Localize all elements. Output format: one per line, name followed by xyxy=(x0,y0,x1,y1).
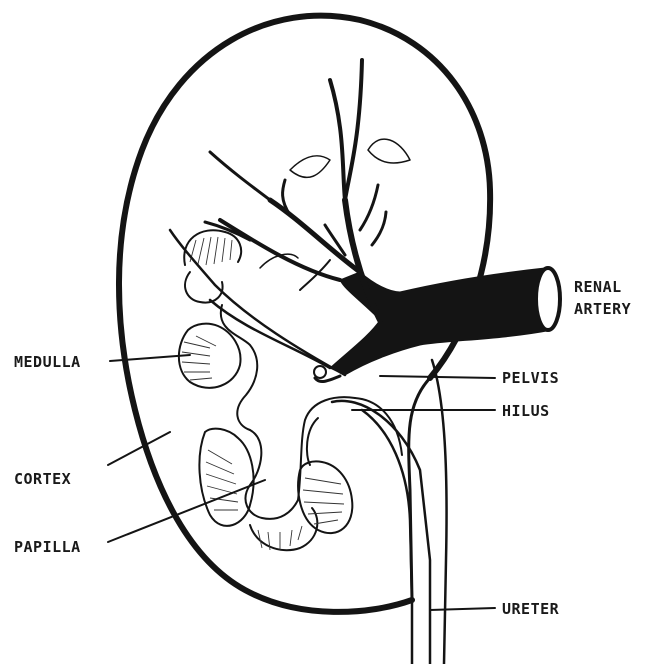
medulla-pyramids xyxy=(179,230,352,550)
label-pelvis: PELVIS xyxy=(502,369,559,387)
leader-ureter xyxy=(430,608,495,610)
leader-cortex xyxy=(108,432,170,465)
artery-opening xyxy=(536,268,560,330)
label-ureter: URETER xyxy=(502,600,559,618)
label-cortex: CORTEX xyxy=(14,470,71,488)
leader-pelvis xyxy=(380,376,495,378)
ureter xyxy=(332,360,447,664)
leader-lines xyxy=(108,355,495,610)
label-renal: RENAL xyxy=(574,278,622,296)
label-artery: ARTERY xyxy=(574,300,631,318)
label-medulla: MEDULLA xyxy=(14,353,81,371)
label-papilla: PAPILLA xyxy=(14,538,81,556)
label-hilus: HILUS xyxy=(502,402,550,420)
